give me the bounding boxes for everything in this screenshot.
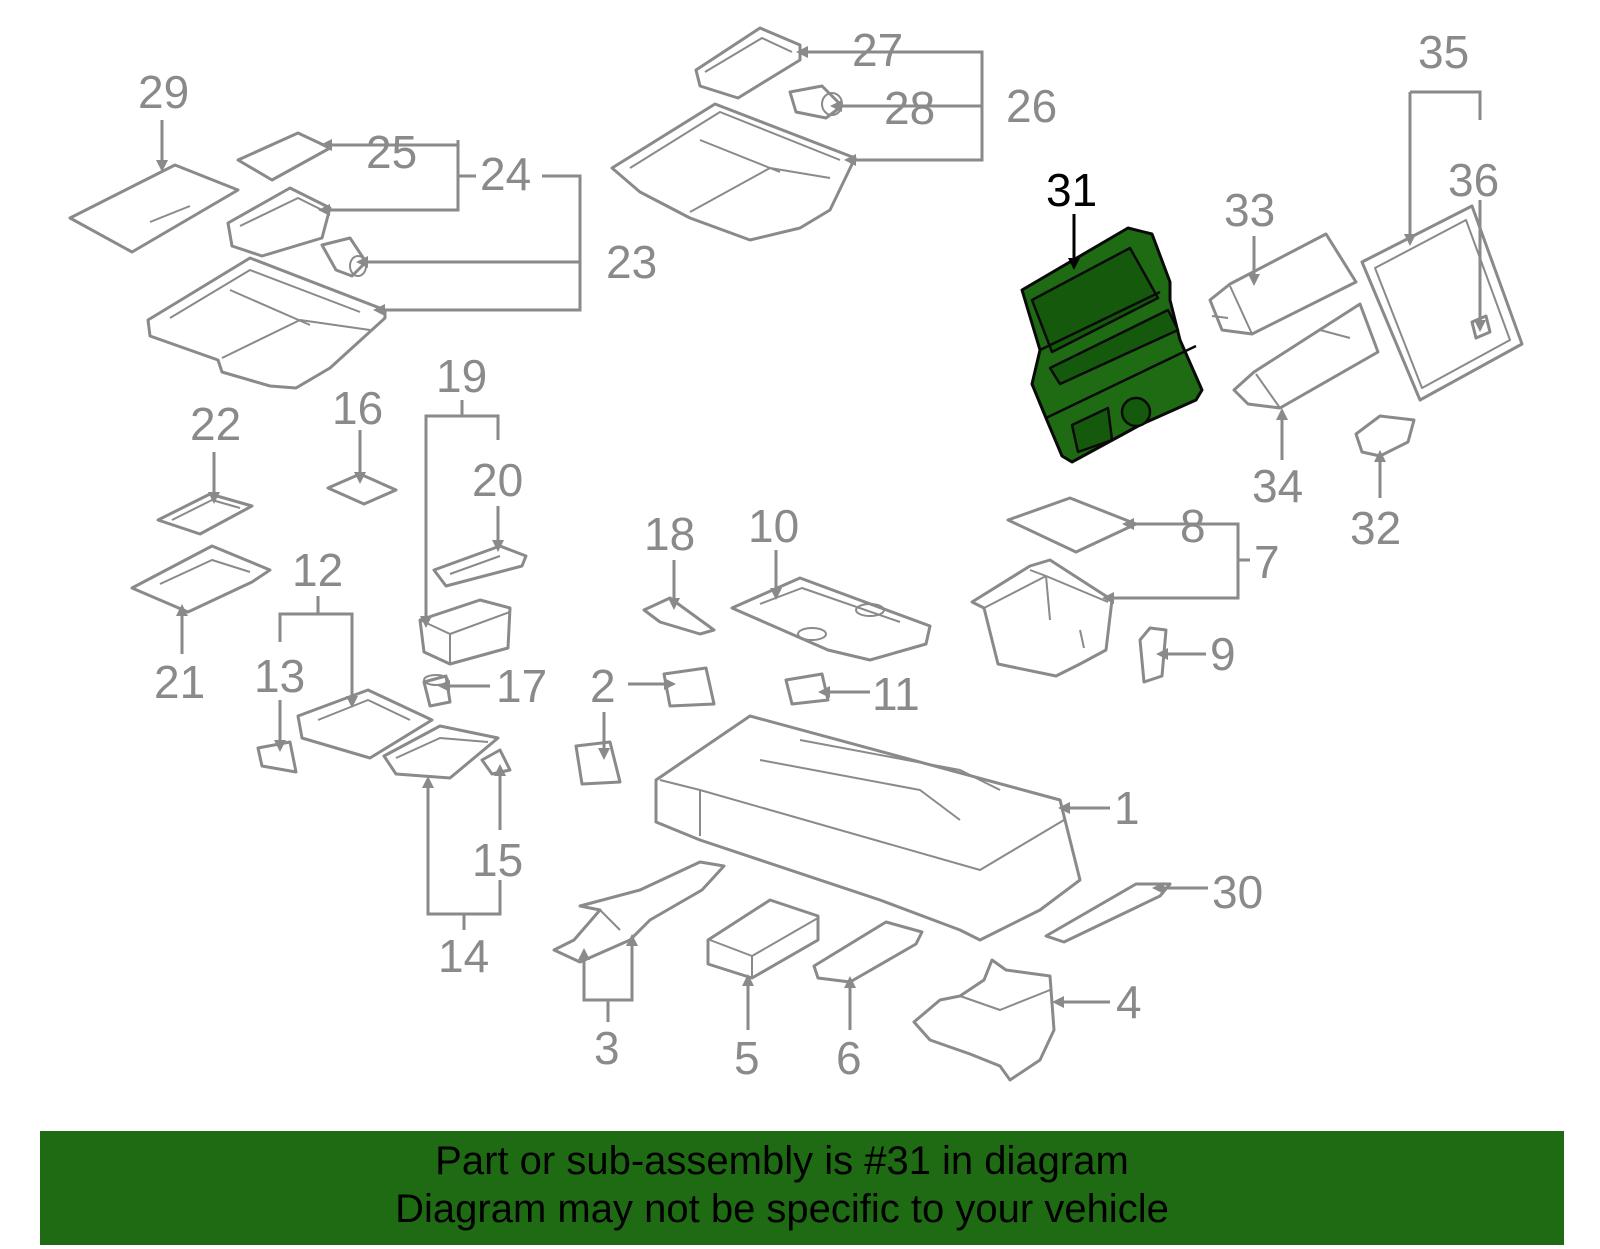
part-12-insert[interactable] (296, 688, 434, 760)
arrowhead-31 (1068, 258, 1080, 270)
callout-31: 31 (1046, 164, 1097, 216)
part-27-lid[interactable] (694, 26, 802, 100)
part-18-bracket[interactable] (642, 596, 716, 636)
part-35-panel[interactable] (1360, 204, 1524, 402)
arrowheads (156, 46, 1486, 1008)
callout-7: 7 (1254, 536, 1280, 588)
callout-25: 25 (366, 126, 417, 178)
part-7-bin[interactable] (970, 558, 1114, 678)
callout-5: 5 (734, 1032, 760, 1084)
part-1-console[interactable] (654, 714, 1082, 942)
part-34-bin[interactable] (1232, 302, 1380, 410)
callout-15: 15 (472, 834, 523, 886)
part-15-clip[interactable] (480, 748, 512, 776)
part-16-ring[interactable] (326, 472, 398, 506)
part-6-duct[interactable] (812, 920, 924, 984)
callout-3: 3 (594, 1022, 620, 1074)
part-2-bracket[interactable] (662, 666, 716, 708)
callout-26: 26 (1006, 80, 1057, 132)
callout-27: 27 (852, 24, 903, 76)
callout-1: 1 (1114, 782, 1140, 834)
part-17-cup[interactable] (422, 674, 452, 708)
banner-line-2: Diagram may not be specific to your vehi… (395, 1187, 1169, 1231)
part-13-bracket[interactable] (256, 740, 298, 774)
callouts: 1 2 3 4 5 6 7 8 9 10 11 12 13 14 15 16 1… (138, 24, 1499, 1084)
callout-10: 10 (748, 500, 799, 552)
callout-13: 13 (254, 650, 305, 702)
callout-6: 6 (836, 1032, 862, 1084)
callout-14: 14 (438, 930, 489, 982)
part-4-bracket[interactable] (912, 958, 1056, 1082)
part-29-mat[interactable] (68, 163, 240, 254)
callout-17: 17 (496, 660, 547, 712)
callout-2: 2 (590, 660, 616, 712)
part-21-tray[interactable] (130, 544, 272, 614)
part-30-trim[interactable] (1044, 882, 1172, 944)
part-24-tray[interactable] (226, 186, 332, 258)
callout-16: 16 (332, 382, 383, 434)
callout-4: 4 (1116, 976, 1142, 1028)
callout-23: 23 (606, 236, 657, 288)
callout-12: 12 (292, 544, 343, 596)
part-23-socket[interactable] (320, 236, 368, 278)
callout-30: 30 (1212, 866, 1263, 918)
part-11-bracket[interactable] (784, 672, 830, 706)
part-28-socket[interactable] (788, 84, 844, 120)
part-10-panel[interactable] (730, 576, 932, 662)
part-33-bin[interactable] (1208, 232, 1358, 336)
callout-29: 29 (138, 66, 189, 118)
banner-line-1: Part or sub-assembly is #31 in diagram (435, 1139, 1129, 1183)
part-31-highlighted[interactable] (1020, 226, 1204, 464)
part-19-cupholder[interactable] (418, 598, 512, 666)
callout-22: 22 (190, 398, 241, 450)
part-26-console-top[interactable] (610, 102, 857, 242)
part-25-lid[interactable] (236, 131, 332, 182)
part-14-tray[interactable] (382, 724, 500, 780)
part-32-bracket[interactable] (1354, 414, 1416, 458)
callout-28: 28 (884, 82, 935, 134)
callout-35: 35 (1418, 26, 1469, 78)
parts-diagram: 1 2 3 4 5 6 7 8 9 10 11 12 13 14 15 16 1… (68, 24, 1524, 1084)
part-8-mat[interactable] (1006, 496, 1138, 554)
callout-33: 33 (1224, 184, 1275, 236)
callout-32: 32 (1350, 502, 1401, 554)
callout-8: 8 (1180, 500, 1206, 552)
callout-34: 34 (1252, 460, 1303, 512)
part-2-panel[interactable] (574, 740, 622, 786)
callout-24: 24 (480, 148, 531, 200)
callout-21: 21 (154, 656, 205, 708)
callout-11: 11 (872, 668, 920, 720)
part-3-bracket[interactable] (552, 860, 726, 964)
callout-36: 36 (1448, 154, 1499, 206)
part-5-box[interactable] (706, 898, 820, 980)
leader-lines (160, 50, 1482, 1030)
callout-18: 18 (644, 508, 695, 560)
part-20-insert[interactable] (432, 544, 528, 588)
info-banner: Part or sub-assembly is #31 in diagram D… (40, 1131, 1564, 1245)
callout-19: 19 (436, 350, 487, 402)
part-22-pad[interactable] (156, 492, 254, 536)
part-24-console-top[interactable] (146, 256, 387, 390)
callout-9: 9 (1210, 628, 1236, 680)
callout-20: 20 (472, 454, 523, 506)
